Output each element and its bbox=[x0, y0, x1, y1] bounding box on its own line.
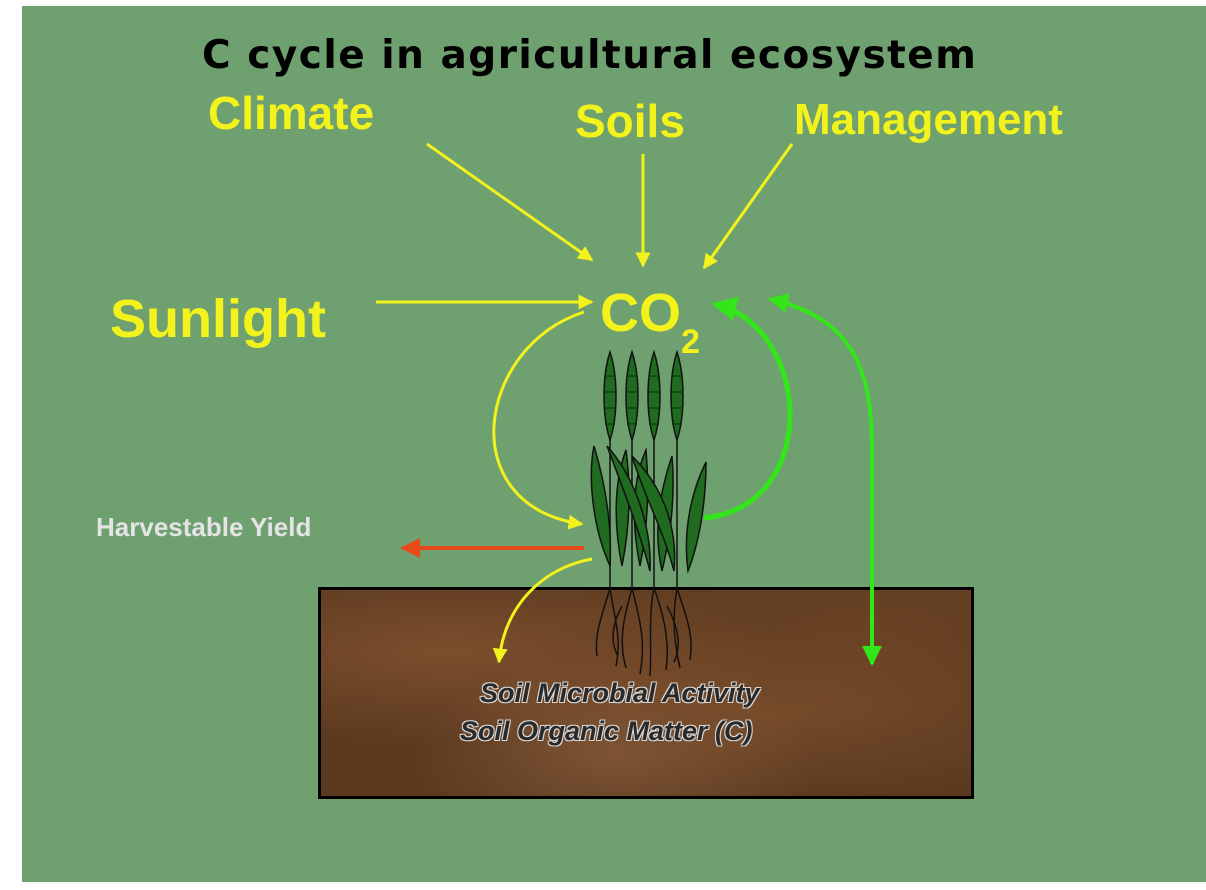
residue-arrow bbox=[492, 557, 593, 664]
management-arrow bbox=[702, 143, 794, 270]
climate-arrow bbox=[426, 142, 594, 262]
climate-label: Climate bbox=[208, 87, 375, 139]
co2-label: CO2 bbox=[600, 283, 700, 359]
arrows-and-plant-layer bbox=[376, 142, 882, 677]
diagram-slide: C cycle in agricultural ecosystem Climat… bbox=[22, 6, 1206, 882]
diagram-title: C cycle in agricultural ecosystem bbox=[202, 33, 978, 78]
soil-respiration-arrow bbox=[768, 293, 882, 666]
soil-microbial-activity-label: Soil Microbial Activity bbox=[480, 678, 760, 708]
plant-respiration-arrow bbox=[703, 296, 793, 521]
co2-subscript: 2 bbox=[681, 322, 700, 361]
wheat-plant-icon bbox=[590, 349, 707, 677]
sunlight-label: Sunlight bbox=[110, 289, 326, 349]
harvestable-yield-label: Harvestable Yield bbox=[96, 512, 312, 542]
management-label: Management bbox=[794, 95, 1063, 144]
soils-label: Soils bbox=[575, 95, 685, 147]
co2-base: CO bbox=[600, 283, 681, 343]
soil-organic-matter-label: Soil Organic Matter (C) bbox=[460, 716, 753, 746]
photosynthesis-arrow bbox=[492, 310, 585, 530]
